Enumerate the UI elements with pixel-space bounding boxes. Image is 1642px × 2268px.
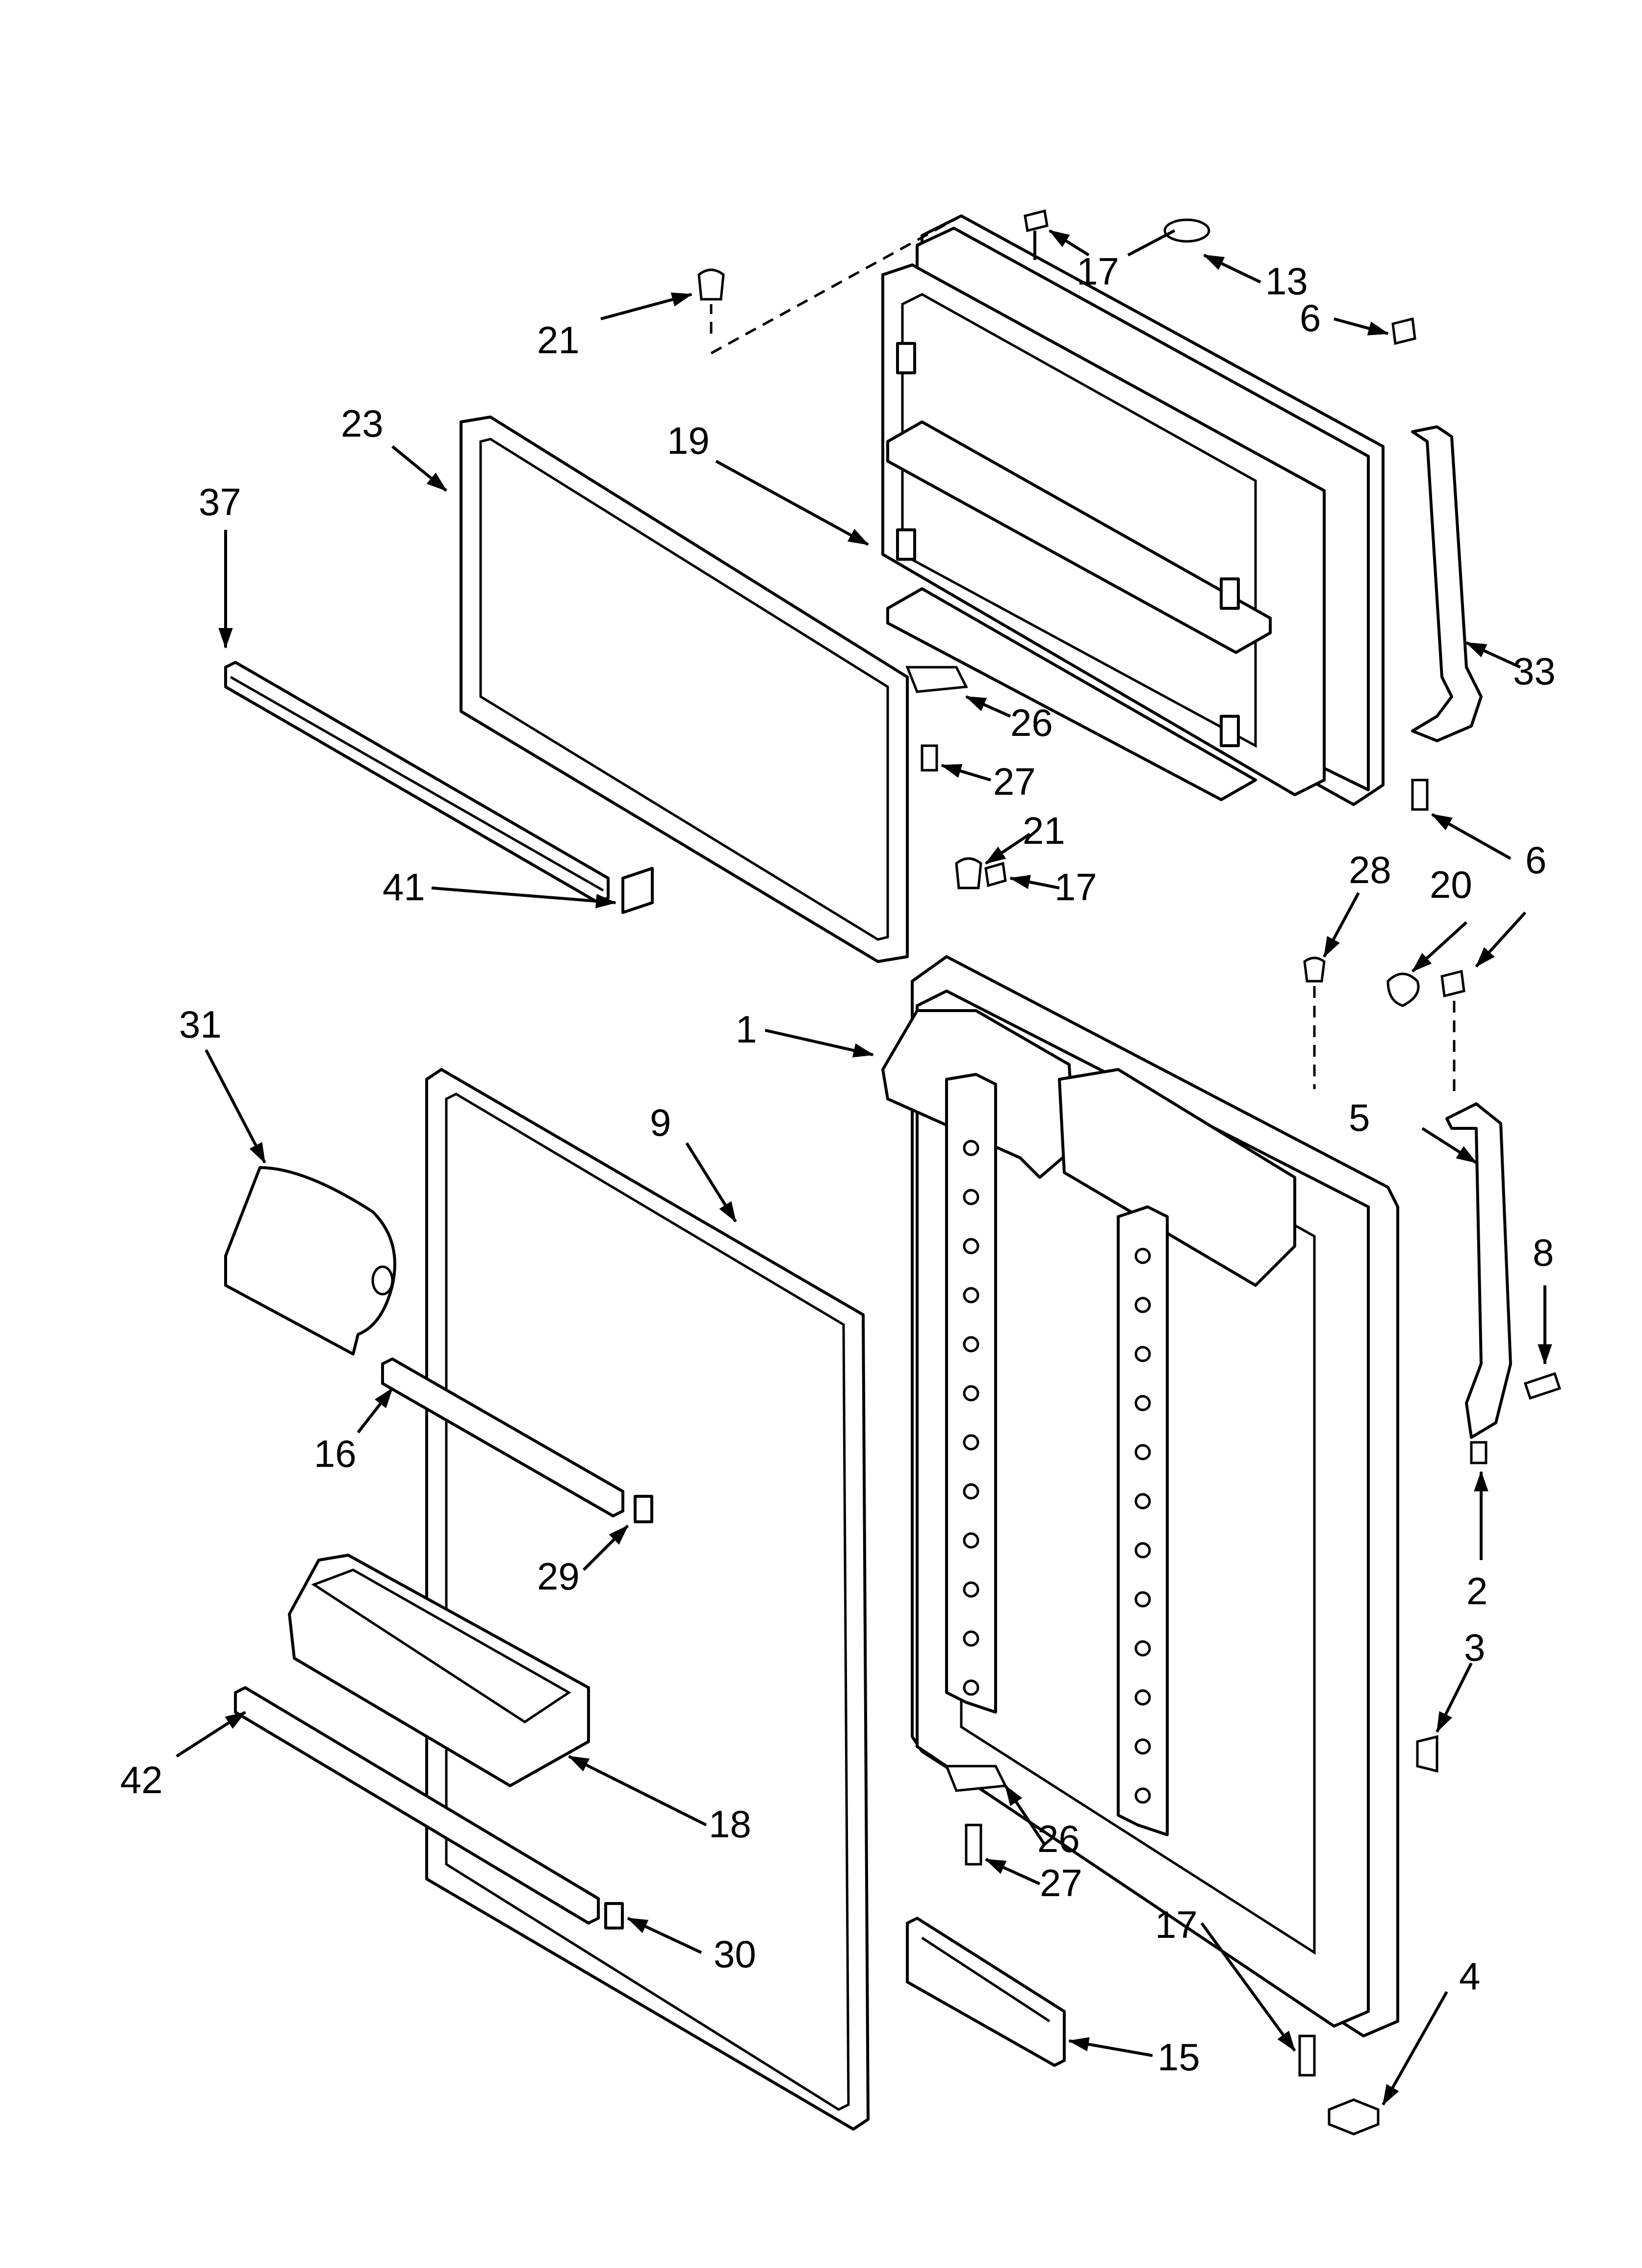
callout-23: 23 [341,402,384,445]
callout-26-bottom: 26 [1037,1817,1080,1860]
callout-18: 18 [709,1802,751,1846]
clip-part-41 [621,867,654,914]
callout-8: 8 [1533,1231,1554,1274]
callout-19: 19 [667,419,710,462]
callout-13: 13 [1265,260,1308,303]
clip-part-29 [634,1495,653,1523]
freezer-gasket-part-23 [460,416,909,963]
callout-5: 5 [1349,1096,1370,1139]
callout-15: 15 [1157,2035,1200,2079]
dairy-door-part-31 [224,1166,396,1356]
callout-17-mid: 17 [1054,865,1097,909]
shelf-trim-part-16 [381,1357,624,1517]
callout-17-bottom: 17 [1155,1903,1198,1946]
freezer-door-part-19 [881,214,1385,806]
callout-16: 16 [314,1432,357,1475]
leader-lines [176,229,1552,2106]
callout-31: 31 [179,1003,222,1046]
callout-28: 28 [1349,848,1391,891]
callout-6-top: 6 [1300,296,1321,339]
panel-part-15 [906,1917,1066,2067]
callout-1: 1 [736,1008,757,1051]
callout-4: 4 [1459,1955,1480,1998]
callouts: 1 2 3 4 5 6 6 6 8 9 13 15 16 17 17 17 18… [120,250,1556,2079]
callout-17-top: 17 [1077,250,1119,293]
callout-21-mid: 21 [1023,809,1065,852]
callout-20: 20 [1430,863,1472,906]
callout-30: 30 [714,1932,756,1976]
callout-2: 2 [1466,1569,1488,1613]
callout-6-mid: 6 [1525,838,1546,882]
callout-29: 29 [537,1555,580,1598]
door-bin-part-18 [288,1554,590,1787]
callout-9: 9 [650,1101,671,1144]
hardware [697,209,1562,2136]
callout-26-top: 26 [1010,701,1053,744]
callout-33: 33 [1513,650,1556,693]
clip-part-30 [604,1902,624,1929]
callout-41: 41 [383,865,425,909]
callout-3: 3 [1464,1626,1485,1669]
callout-42: 42 [120,1758,163,1801]
callout-27-bottom: 27 [1040,1861,1082,1904]
fresh-food-gasket-part-9 [425,1068,870,2131]
fresh-food-door-part-1 [881,955,1399,2037]
callout-37: 37 [199,480,241,523]
hinge-bracket-part-5 [1445,1102,1512,1439]
hinge-bracket-part-33 [1411,425,1483,742]
callout-21-top: 21 [537,318,580,362]
callout-27-top: 27 [993,760,1036,803]
shelf-stud-holes [963,1140,1151,1804]
